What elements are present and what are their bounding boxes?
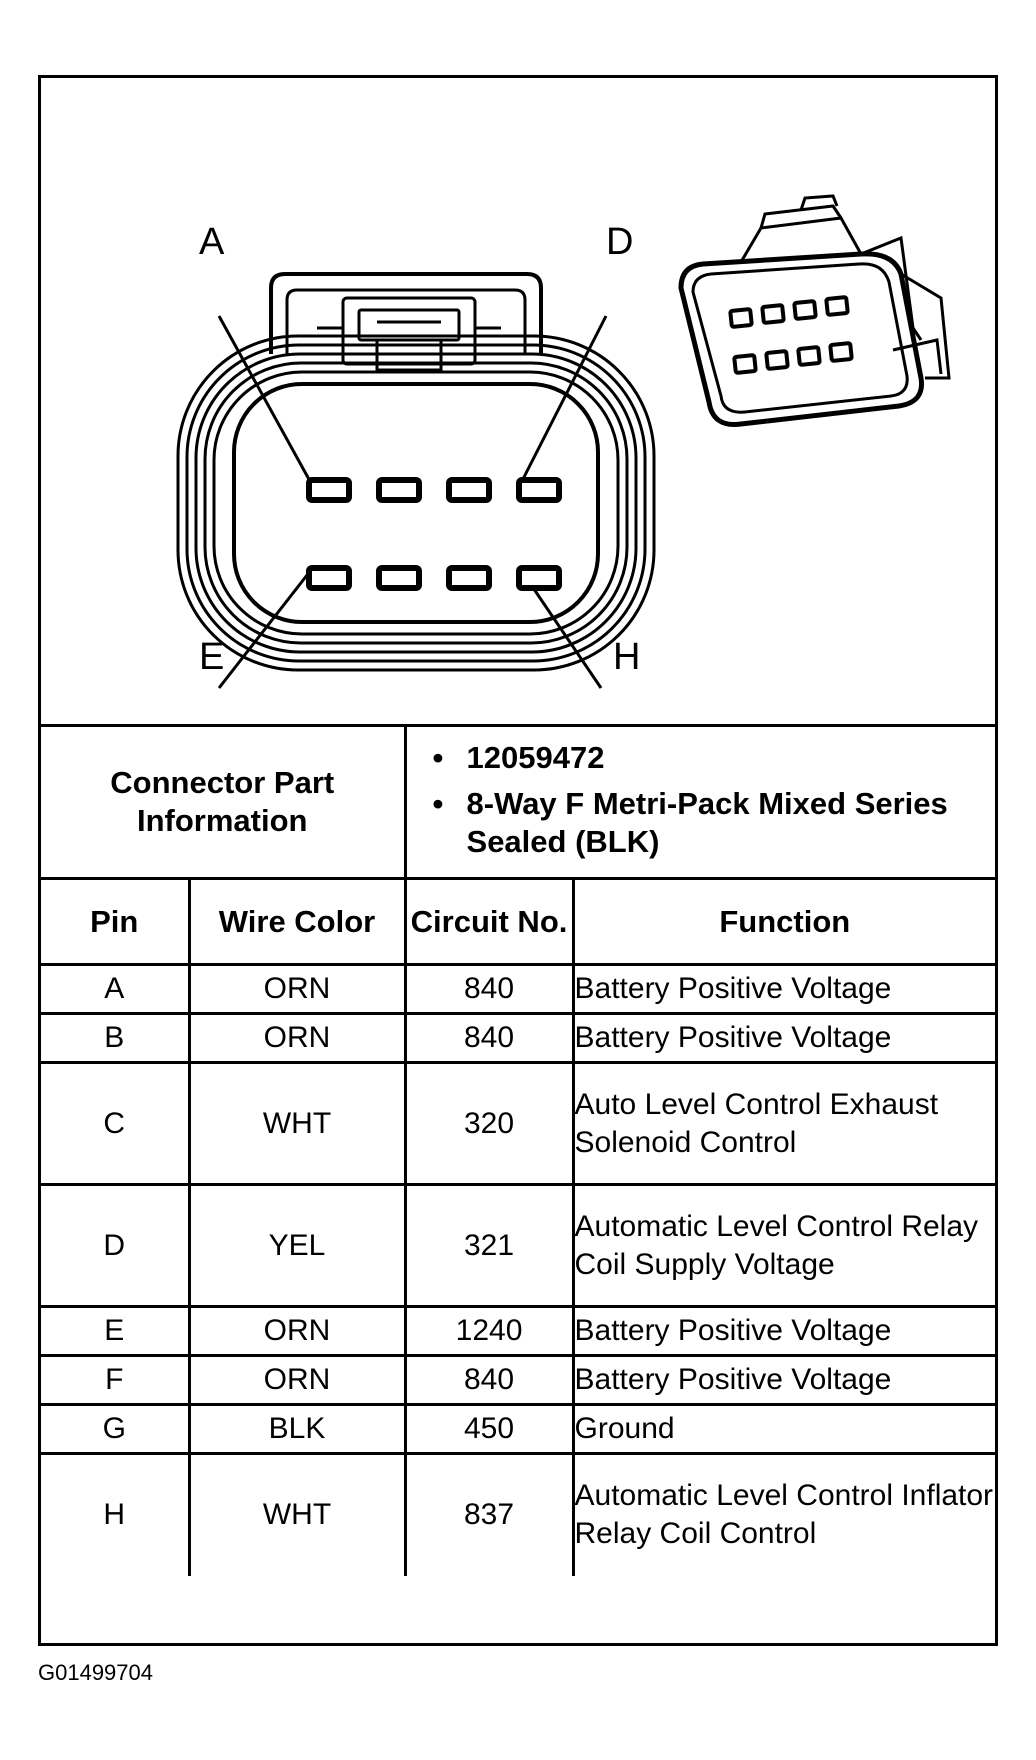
- table-row: G BLK 450 Ground: [41, 1403, 996, 1455]
- latch-housing: [269, 272, 543, 354]
- seal-outline-1: [176, 334, 656, 672]
- connector-isometric-view: [678, 194, 951, 428]
- function-cell: Automatic Level Control Relay Coil Suppl…: [571, 1183, 996, 1308]
- circuit-no-cell: 1240: [403, 1305, 575, 1357]
- circuit-no-cell: 840: [403, 1354, 575, 1406]
- function-cell: Battery Positive Voltage: [571, 963, 996, 1015]
- wire-color-cell: ORN: [187, 963, 407, 1015]
- pin-cell: D: [41, 1183, 191, 1308]
- pin-cell: C: [41, 1061, 191, 1186]
- circuit-no-cell: 840: [403, 963, 575, 1015]
- pin-cavity: [516, 477, 562, 503]
- circuit-no-cell: 840: [403, 1012, 575, 1064]
- connector-table: Connector Part Information 12059472 8-Wa…: [41, 727, 996, 1576]
- function-cell: Battery Positive Voltage: [571, 1012, 996, 1064]
- pin-cell: G: [41, 1403, 191, 1455]
- pin-cavity: [516, 565, 562, 591]
- figure-code: G01499704: [38, 1660, 153, 1685]
- table-row: B ORN 840 Battery Positive Voltage: [41, 1012, 996, 1064]
- pin-cavity: [376, 477, 422, 503]
- table-row: F ORN 840 Battery Positive Voltage: [41, 1354, 996, 1406]
- function-cell: Battery Positive Voltage: [571, 1354, 996, 1406]
- pin-header: Pin: [41, 877, 191, 966]
- pin-cavity: [376, 565, 422, 591]
- wire-color-cell: YEL: [187, 1183, 407, 1308]
- connector-part-row: Connector Part Information 12059472 8-Wa…: [41, 727, 996, 880]
- circuit-no-cell: 321: [403, 1183, 575, 1308]
- pin-label-h: H: [613, 636, 641, 678]
- connector-drawing: A D E H: [41, 78, 995, 727]
- connector-figure: A D E H Connector Part Information 12059…: [38, 75, 998, 1646]
- pin-cell: E: [41, 1305, 191, 1357]
- pin-label-e: E: [199, 636, 225, 678]
- pin-cavity: [306, 565, 352, 591]
- pin-label-a: A: [199, 221, 225, 263]
- pin-label-d: D: [606, 221, 634, 263]
- wire-color-cell: BLK: [187, 1403, 407, 1455]
- pin-cell: B: [41, 1012, 191, 1064]
- function-header: Function: [571, 877, 996, 966]
- pin-cell: F: [41, 1354, 191, 1406]
- table-row: H WHT 837 Automatic Level Control Inflat…: [41, 1452, 996, 1576]
- connector-inner-face: [232, 382, 600, 624]
- pin-cell: A: [41, 963, 191, 1015]
- pin-cell: H: [41, 1452, 191, 1576]
- leader-line-d: [519, 315, 608, 484]
- connector-part-description: 8-Way F Metri-Pack Mixed Series Sealed (…: [433, 785, 986, 861]
- circuit-no-cell: 450: [403, 1403, 575, 1455]
- pin-cavity: [446, 565, 492, 591]
- connector-part-label: Connector Part Information: [41, 727, 407, 880]
- header-row: Pin Wire Color Circuit No. Function: [41, 877, 996, 966]
- seal-outline-5: [212, 370, 620, 636]
- table-row: C WHT 320 Auto Level Control Exhaust Sol…: [41, 1061, 996, 1186]
- wire-color-cell: ORN: [187, 1305, 407, 1357]
- connector-part-details: 12059472 8-Way F Metri-Pack Mixed Series…: [403, 727, 996, 880]
- circuit-no-header: Circuit No.: [403, 877, 575, 966]
- connector-part-number: 12059472: [433, 739, 986, 777]
- function-cell: Battery Positive Voltage: [571, 1305, 996, 1357]
- wire-color-cell: WHT: [187, 1061, 407, 1186]
- seal-outline-2: [185, 343, 647, 663]
- table-row: E ORN 1240 Battery Positive Voltage: [41, 1305, 996, 1357]
- wire-color-cell: WHT: [187, 1452, 407, 1576]
- function-cell: Ground: [571, 1403, 996, 1455]
- wire-color-cell: ORN: [187, 1354, 407, 1406]
- seal-outline-3: [194, 352, 638, 654]
- function-cell: Automatic Level Control Inflator Relay C…: [571, 1452, 996, 1576]
- leader-line-a: [217, 315, 313, 484]
- wire-color-header: Wire Color: [187, 877, 407, 966]
- circuit-no-cell: 320: [403, 1061, 575, 1186]
- function-cell: Auto Level Control Exhaust Solenoid Cont…: [571, 1061, 996, 1186]
- table-row: D YEL 321 Automatic Level Control Relay …: [41, 1183, 996, 1308]
- pin-cavity: [446, 477, 492, 503]
- table-row: A ORN 840 Battery Positive Voltage: [41, 963, 996, 1015]
- connector-face-view: [176, 194, 951, 689]
- wire-color-cell: ORN: [187, 1012, 407, 1064]
- leader-line-e: [217, 569, 313, 689]
- pin-cavity: [306, 477, 352, 503]
- circuit-no-cell: 837: [403, 1452, 575, 1576]
